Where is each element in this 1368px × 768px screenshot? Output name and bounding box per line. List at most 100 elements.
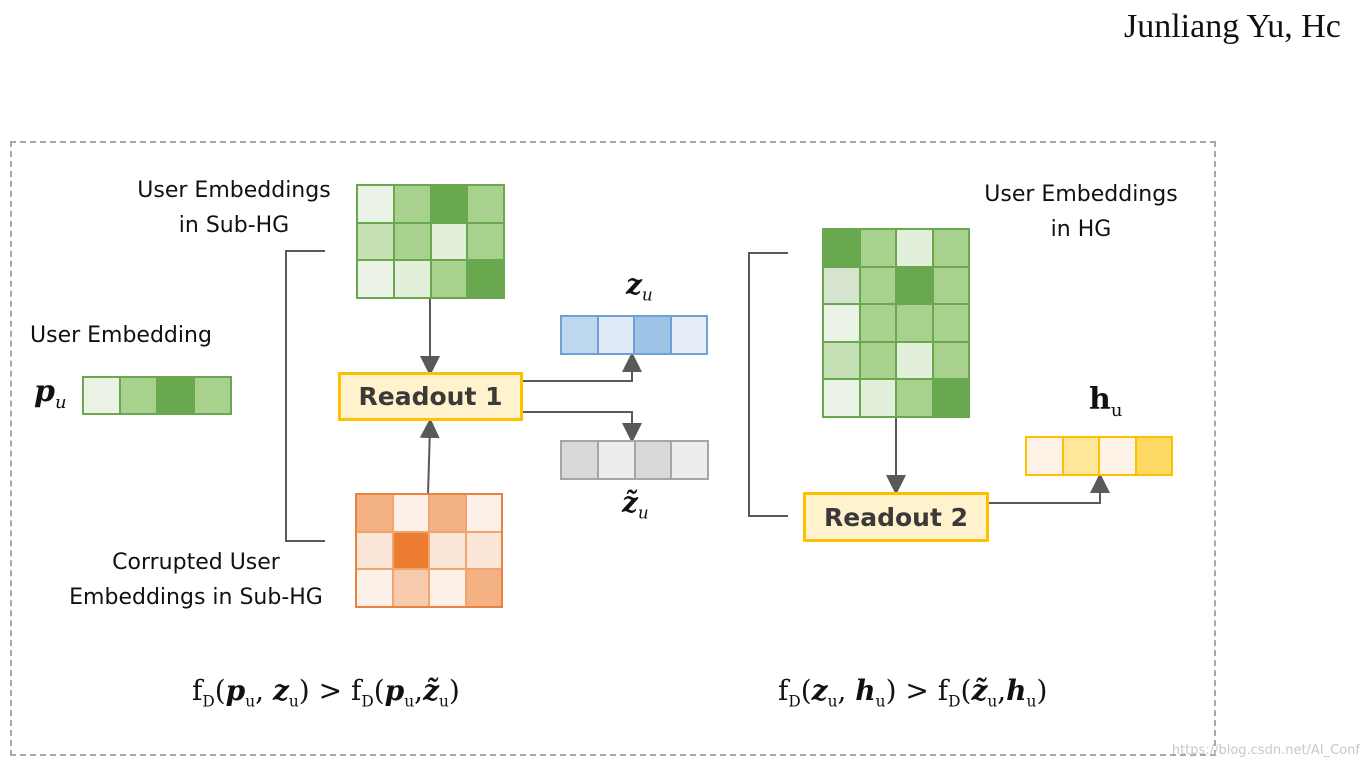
formula-left-comma2: , xyxy=(414,674,424,707)
formula-right-gt: > xyxy=(896,674,938,707)
formula-right-close1: ) xyxy=(885,674,897,707)
cell xyxy=(84,378,119,413)
formula-left-a1: p xyxy=(225,674,246,707)
cell xyxy=(897,230,932,266)
label-user-emb-hg: User Embeddings in HG xyxy=(974,177,1188,247)
subhg-embedding-matrix xyxy=(356,184,505,299)
formula-right-d2: D xyxy=(948,692,961,711)
cell xyxy=(562,442,597,478)
cell xyxy=(671,317,706,353)
symbol-z-tilde: z̃ xyxy=(622,486,638,519)
readout-2-box: Readout 2 xyxy=(803,492,989,542)
formula-left-a2s: u xyxy=(404,692,415,711)
cell xyxy=(357,570,392,606)
cell xyxy=(635,317,670,353)
formula-right-b1: h xyxy=(855,674,876,707)
formula-left-d2: D xyxy=(361,692,374,711)
formula-right-a2: z̃ xyxy=(971,674,988,707)
readout-1-box: Readout 1 xyxy=(338,372,523,421)
formula-right-open1: ( xyxy=(800,674,812,707)
arrow-corrupted-to-readout1 xyxy=(419,418,440,495)
formula-right-b2: h xyxy=(1006,674,1027,707)
cell xyxy=(121,378,156,413)
symbol-h-u: hu xyxy=(1089,382,1122,421)
formula-right-a1s: u xyxy=(827,692,838,711)
formula-left-b1: z xyxy=(272,674,289,707)
cell xyxy=(468,223,503,260)
formula-left-open1: ( xyxy=(214,674,226,707)
label-user-emb-hg-line2: in HG xyxy=(1050,217,1112,242)
diagram-frame xyxy=(10,141,1216,756)
formula-right-b1s: u xyxy=(875,692,886,711)
right-bracket xyxy=(748,252,788,517)
formula-right-b2s: u xyxy=(1026,692,1037,711)
symbol-h: h xyxy=(1089,382,1111,417)
cell xyxy=(431,186,467,222)
symbol-p-u: pu xyxy=(34,374,67,413)
formula-right-comma2: , xyxy=(997,674,1007,707)
cell xyxy=(897,380,932,416)
cell xyxy=(358,186,393,222)
label-user-emb-subhg: User Embeddings in Sub-HG xyxy=(128,173,340,243)
user-embedding-vector xyxy=(82,376,232,415)
corrupted-embedding-matrix xyxy=(355,493,503,608)
arrow-readout1-to-z xyxy=(523,352,642,382)
cell xyxy=(824,380,859,416)
formula-left-b2s: u xyxy=(438,692,449,711)
cell xyxy=(824,342,859,379)
formula-left-close1: ) xyxy=(298,674,310,707)
arrow-readout2-to-h xyxy=(989,473,1110,504)
z-vector xyxy=(560,315,708,355)
symbol-p-subscript: u xyxy=(54,392,67,413)
formula-right-d1: D xyxy=(788,692,801,711)
cell xyxy=(430,532,465,569)
cell xyxy=(860,380,895,416)
arrow-readout1-to-ztilde xyxy=(523,411,642,443)
cell xyxy=(933,267,968,304)
left-bracket xyxy=(285,250,325,542)
cell xyxy=(672,442,707,478)
cell xyxy=(635,442,671,478)
symbol-z-subscript: u xyxy=(641,284,653,305)
cell xyxy=(393,570,428,606)
cell xyxy=(933,305,968,341)
cell xyxy=(358,223,393,260)
cell xyxy=(860,267,895,304)
cell xyxy=(933,380,968,416)
formula-right-close2: ) xyxy=(1036,674,1048,707)
z-tilde-vector xyxy=(560,440,709,480)
label-corrupted-line2: Embeddings in Sub-HG xyxy=(69,585,323,610)
cell xyxy=(394,223,430,260)
cell xyxy=(824,267,859,304)
hg-embedding-matrix xyxy=(822,228,970,418)
symbol-z-u: zu xyxy=(626,268,653,305)
formula-left-b1s: u xyxy=(288,692,299,711)
formula-left-comma1: , xyxy=(255,674,273,707)
h-vector xyxy=(1025,436,1173,476)
formula-right: fD(zu, hu) > fD(z̃u,hu) xyxy=(778,674,1047,711)
formula-left-close2: ) xyxy=(448,674,460,707)
cell xyxy=(466,570,501,606)
cell xyxy=(897,305,932,341)
cell xyxy=(468,261,503,297)
symbol-z-tilde-u: z̃u xyxy=(622,486,649,523)
cell xyxy=(1136,438,1171,474)
cell xyxy=(394,186,430,222)
cell xyxy=(933,230,968,266)
cell xyxy=(598,442,634,478)
cell xyxy=(430,570,465,606)
label-user-emb-subhg-line2: in Sub-HG xyxy=(178,213,290,238)
label-corrupted-line1: Corrupted User xyxy=(112,550,280,575)
label-corrupted: Corrupted User Embeddings in Sub-HG xyxy=(56,545,336,615)
cell xyxy=(466,532,501,569)
label-user-emb-subhg-line1: User Embeddings xyxy=(137,178,331,203)
label-user-embedding: User Embedding xyxy=(30,323,212,348)
cell xyxy=(860,305,895,341)
cell xyxy=(430,495,465,531)
cell xyxy=(824,230,859,266)
cell xyxy=(393,495,428,531)
watermark: https://blog.csdn.net/AI_Conf xyxy=(1171,743,1360,758)
symbol-z-tilde-subscript: u xyxy=(637,502,649,523)
formula-right-a2s: u xyxy=(987,692,998,711)
